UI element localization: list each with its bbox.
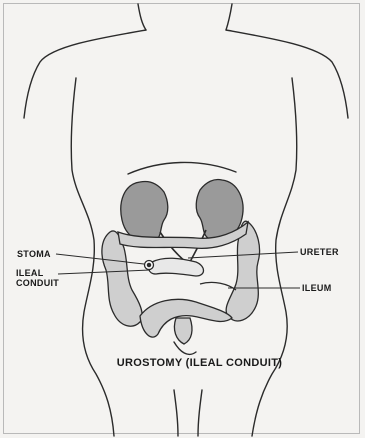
right-shoulder-arm-outline [226, 30, 348, 118]
ileum-label: ILEUM [302, 283, 332, 293]
kidneys [121, 179, 243, 241]
left-shoulder-arm-outline [24, 30, 146, 118]
ileal-conduit-group [145, 258, 237, 290]
ileal-conduit-label-line2: CONDUIT [16, 278, 59, 288]
ileal-conduit-label-line1: ILEAL [16, 268, 59, 278]
stoma-label: STOMA [17, 249, 51, 259]
ileal-conduit [149, 258, 204, 276]
rib-cage-line [128, 162, 236, 174]
ileum-segment [200, 282, 236, 290]
left-leg-inner-outline [174, 390, 178, 436]
intestines [102, 221, 260, 344]
rectum [174, 318, 192, 344]
stoma-leader [56, 254, 144, 264]
ureter-label: URETER [300, 247, 339, 257]
ileal-conduit-leader [58, 270, 150, 274]
neck-right-outline [226, 4, 232, 30]
diagram-caption: UROSTOMY (ILEAL CONDUIT) [112, 357, 287, 369]
right-leg-inner-outline [198, 390, 202, 436]
stoma-opening [147, 263, 150, 266]
neck-left-outline [138, 4, 146, 30]
ileal-conduit-label: ILEAL CONDUIT [16, 268, 59, 288]
